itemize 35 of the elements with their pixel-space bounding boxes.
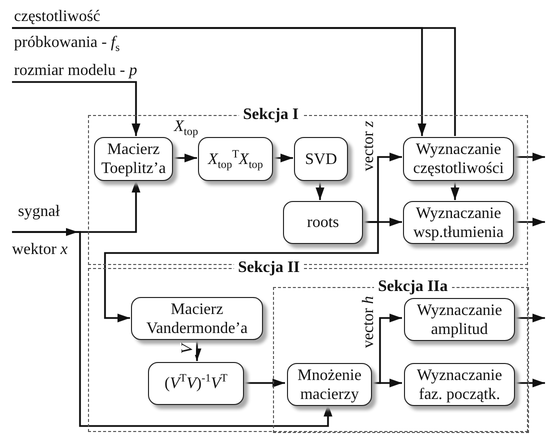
arrow	[513, 378, 545, 388]
arrow	[272, 154, 293, 162]
arrow	[513, 218, 545, 226]
section-heading: Sekcja I	[239, 105, 303, 125]
process-box: (V$^{T}$V)$^{-1}$V$^{T}$	[148, 362, 244, 405]
arrow	[243, 378, 285, 388]
arrow	[513, 314, 545, 322]
section-heading: Sekcja IIa	[374, 277, 452, 297]
edge-label: X$_{top}$	[172, 119, 200, 135]
arrow	[12, 81, 140, 136]
process-box: Macierz Toeplitz’a	[94, 137, 173, 181]
process-box: Wyznaczanie amplitud	[404, 298, 515, 341]
process-box: Macierz Vandermonde’a	[131, 297, 263, 340]
arrow	[316, 180, 324, 200]
process-box: Wyznaczanie wsp.tłumienia	[403, 201, 514, 244]
section-heading: Sekcja II	[234, 258, 304, 278]
input-label: rozmiar modelu - p	[14, 62, 138, 80]
process-box: roots	[283, 201, 363, 244]
input-label: sygnał	[18, 203, 60, 221]
edge-label: V	[180, 343, 196, 355]
arrow	[104, 221, 379, 322]
arrow	[192, 339, 202, 361]
process-box: Wyznaczanie częstotliwości	[403, 137, 514, 181]
process-box: Mnożenie macierzy	[287, 363, 372, 406]
arrow	[12, 231, 332, 427]
process-box: X$_{top}$$^{T}$X$_{top}$	[198, 137, 273, 181]
process-box: SVD	[294, 137, 348, 181]
input-label: częstotliwość	[14, 8, 100, 26]
arrow	[450, 180, 460, 200]
input-label: wektor x	[12, 241, 68, 259]
arrow	[172, 154, 197, 162]
process-box: Wyznaczanie faz. początk.	[404, 363, 515, 406]
input-label: próbkowania - f$_{s}$	[14, 34, 120, 52]
arrow	[513, 152, 545, 162]
arrow	[370, 378, 402, 388]
